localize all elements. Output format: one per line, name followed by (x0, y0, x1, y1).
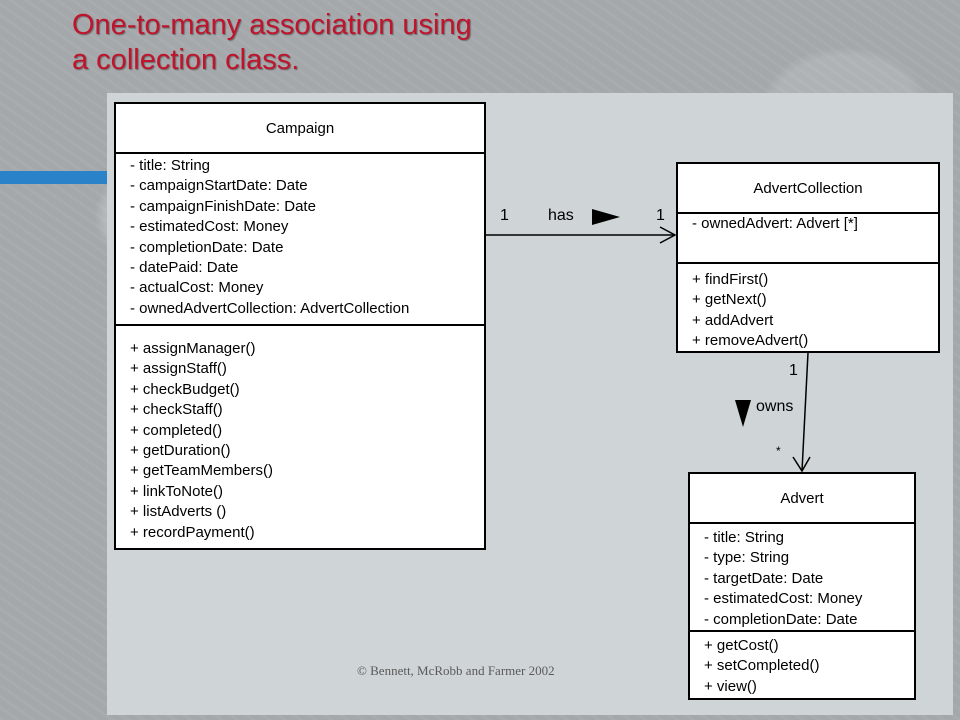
class-member: - title: String (704, 529, 785, 546)
operations-section: + assignManager() + assignStaff() + checkB… (116, 326, 484, 543)
class-member: + listAdverts () (130, 503, 227, 521)
owns-label: owns (756, 398, 794, 415)
class-member: + checkStaff() (130, 401, 223, 419)
class-member: + assignManager() (130, 340, 256, 357)
owns-association-line (801, 352, 809, 472)
class-member: + completed() (130, 421, 223, 439)
slide-title: One-to-many association using a collecti… (72, 8, 472, 78)
class-member: + getTeamMembers() (130, 462, 273, 480)
has-direction-triangle (592, 209, 620, 225)
class-member: + checkBudget() (130, 380, 240, 398)
owns-target-multiplicity: * (776, 444, 781, 458)
class-name: AdvertCollection (678, 164, 938, 214)
attributes-section: - ownedAdvert: Advert [*] (678, 214, 938, 264)
class-member: - campaignStartDate: Date (130, 177, 308, 195)
class-member: + removeAdvert() (692, 332, 809, 350)
attributes-section: - title: String - campaignStartDate: Date… (116, 154, 484, 326)
slide-title-line-2: a collection class. (72, 44, 300, 76)
class-member: + setCompleted() (704, 657, 820, 675)
accent-bar (0, 171, 110, 184)
class-member: - completionDate: Date (704, 610, 858, 628)
class-member: + linkToNote() (130, 482, 223, 500)
class-member: + assignStaff() (130, 360, 227, 378)
has-source-multiplicity: 1 (500, 207, 509, 224)
advert-collection-class: AdvertCollection - ownedAdvert: Advert [… (676, 162, 940, 353)
class-member: - ownedAdvert: Advert [*] (692, 215, 858, 232)
advert-class: Advert - title: String - type: String - ta… (688, 472, 916, 700)
class-member: - datePaid: Date (130, 259, 239, 277)
class-member: + view() (704, 677, 757, 695)
class-member: + getCost() (704, 637, 779, 654)
class-member: - ownedAdvertCollection: AdvertCollectio… (130, 299, 410, 317)
has-label: has (548, 207, 574, 224)
owns-source-multiplicity: 1 (789, 362, 798, 379)
has-target-multiplicity: 1 (656, 207, 665, 224)
class-member: - estimatedCost: Money (130, 218, 289, 236)
class-member: - campaignFinishDate: Date (130, 197, 316, 215)
attributes-section: - title: String - type: String - targetDat… (690, 524, 914, 632)
class-member: - type: String (704, 549, 790, 567)
operations-section: + getCost() + setCompleted() + view() (690, 632, 914, 697)
has-navigability-arrow (659, 226, 677, 244)
class-member: - targetDate: Date (704, 569, 824, 587)
campaign-class: Campaign - title: String - campaignStartD… (114, 102, 486, 550)
class-member: - completionDate: Date (130, 238, 284, 256)
operations-section: + findFirst() + getNext() + addAdvert + rem… (678, 264, 938, 352)
class-member: + getNext() (692, 291, 767, 309)
class-member: - title: String (130, 157, 211, 174)
owns-navigability-arrow (792, 456, 811, 473)
class-name: Advert (690, 474, 914, 524)
copyright-footer: © Bennett, McRobb and Farmer 2002 (357, 663, 555, 678)
class-name: Campaign (116, 104, 484, 154)
slide-title-line-1: One-to-many association using (72, 9, 472, 41)
class-member: - estimatedCost: Money (704, 590, 863, 608)
owns-direction-triangle (735, 400, 751, 427)
class-member: + findFirst() (692, 271, 769, 288)
class-member: + addAdvert (692, 311, 774, 329)
class-member: + recordPayment() (130, 523, 255, 541)
class-member: + getDuration() (130, 442, 231, 460)
class-member: - actualCost: Money (130, 279, 264, 297)
